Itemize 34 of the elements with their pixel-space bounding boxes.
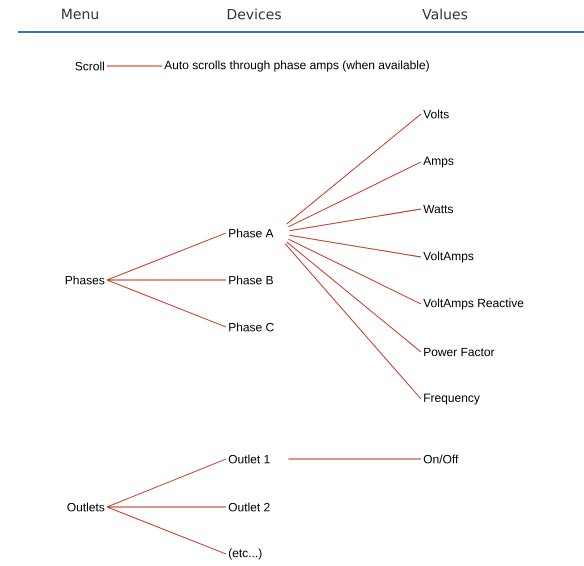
menu-item: Volts: [423, 110, 449, 118]
menu-item: Scroll: [75, 62, 104, 70]
menu-item: VoltAmps: [423, 251, 474, 263]
column-header: Menu: [62, 8, 98, 20]
menu-item: On/Off: [424, 454, 458, 464]
connector-line: [106, 280, 226, 328]
connector-line: [286, 114, 422, 225]
menu-item: Auto scrolls through phase amps (when available): [164, 60, 429, 72]
menu-item: Amps: [423, 156, 454, 168]
menu-item: Outlets: [67, 502, 104, 512]
menu-item: Phase C: [229, 322, 274, 332]
menu-item: Outlet 2: [228, 502, 270, 512]
connector-line: [286, 241, 422, 352]
menu-item: Watts: [423, 204, 453, 214]
connector-line: [288, 458, 422, 460]
column-header: Devices: [228, 8, 281, 20]
menu-item: Phase A: [229, 228, 274, 238]
menu-item: VoltAmps Reactive: [423, 298, 524, 310]
connector-line: [289, 208, 422, 232]
connector-line: [106, 506, 226, 508]
connector-line: [106, 506, 226, 554]
connector-line: [106, 458, 226, 508]
menu-item: Frequency: [424, 394, 480, 404]
connector-line: [288, 162, 422, 228]
connector-line: [284, 243, 422, 400]
connector-line: [288, 238, 422, 304]
connector-line: [289, 234, 422, 258]
menu-item: (etc...): [228, 548, 262, 560]
menu-item: Outlet 1: [228, 454, 270, 464]
column-header: Values: [422, 8, 468, 20]
menu-item: Power Factor: [424, 348, 494, 356]
connector-line: [106, 232, 226, 280]
menu-item: Phases: [66, 276, 104, 284]
menu-item: Phase B: [229, 276, 273, 284]
